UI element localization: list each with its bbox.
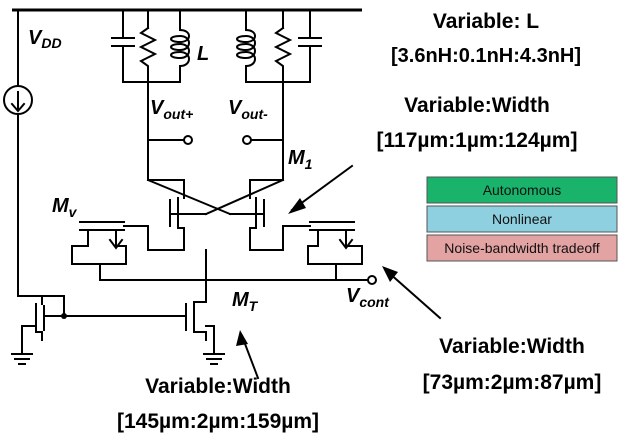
legend-autonomous-swatch <box>426 176 618 204</box>
legend: Autonomous Nonlinear Noise-bandwidth tra… <box>426 176 618 262</box>
annotation-l-range: [3.6nH:0.1nH:4.3nH] <box>391 45 581 67</box>
mv-left <box>71 179 149 281</box>
legend-nonlinear-swatch <box>426 205 618 233</box>
vout-minus-terminal <box>242 135 284 145</box>
annotation-mv-title: Variable:Width <box>439 335 585 358</box>
annotation-l-title: Variable: L <box>433 10 539 33</box>
annotation-m1-range: [117µm:1µm:124µm] <box>377 129 578 152</box>
cross-coupled-pair <box>146 178 285 251</box>
vout-plus-terminal <box>147 135 193 145</box>
current-mirror <box>11 249 225 365</box>
annotation-mt-range: [145µm:2µm:159µm] <box>117 410 319 433</box>
mv-right <box>282 221 363 281</box>
arrow-mv <box>382 266 442 320</box>
mt-label: MT <box>232 289 259 314</box>
legend-noise-bandwidth-swatch <box>426 234 618 262</box>
arrow-mt <box>236 330 260 380</box>
m1-label: M1 <box>288 147 313 172</box>
current-source <box>3 9 33 297</box>
vcont-bus <box>99 275 377 285</box>
annotation-mv-range: [73µm:2µm:87µm] <box>423 371 602 394</box>
annotation-mt-title: Variable:Width <box>145 375 291 398</box>
tank-left <box>111 9 190 181</box>
legend-autonomous-label: Autonomous <box>483 182 562 198</box>
annotation-m1-title: Variable:Width <box>404 94 550 117</box>
vdd-label: VDD <box>28 27 62 51</box>
mv-label: Mv <box>52 195 78 220</box>
vout-minus-label: Vout- <box>228 97 268 122</box>
vout-plus-label: Vout+ <box>150 97 193 122</box>
vcont-label: Vcont <box>346 285 390 310</box>
legend-noise-bandwidth-label: Noise-bandwidth tradeoff <box>444 240 600 256</box>
legend-nonlinear-label: Nonlinear <box>492 211 552 227</box>
tank-right <box>236 9 322 181</box>
arrow-m1 <box>288 164 354 214</box>
inductor-label: L <box>197 43 209 65</box>
